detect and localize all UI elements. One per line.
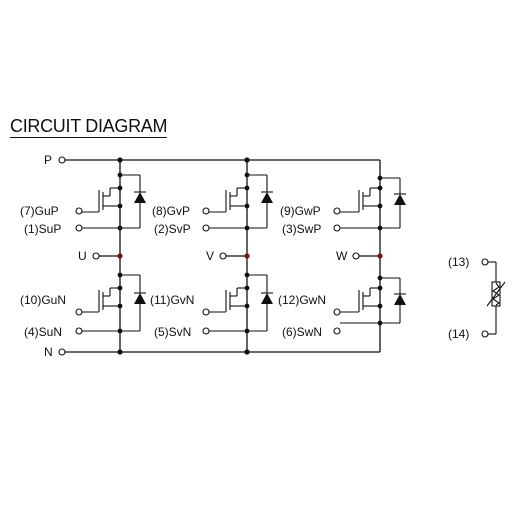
- high-side-diode-v: [244, 172, 273, 229]
- phase-w-leg: (9)GwP (3)SwP W: [278, 175, 406, 339]
- gate-low-label-u: (10)GuN: [20, 293, 66, 307]
- low-side-mosfet-w: [340, 285, 383, 326]
- phase-v-leg: (8)GvP (2)SvP V: [150, 157, 273, 355]
- phase-u-leg: (7)GuP (1)SuP U: [20, 157, 146, 355]
- gate-low-label-w: (12)GwN: [278, 293, 326, 307]
- output-label-v: V: [206, 249, 214, 263]
- output-label-u: U: [78, 249, 87, 263]
- n-rail: N: [44, 323, 381, 359]
- source-low-label-w: (6)SwN: [282, 325, 322, 339]
- output-label-w: W: [336, 249, 348, 263]
- source-low-label-v: (5)SvN: [154, 325, 191, 339]
- thermistor-pin-13-label: (13): [448, 255, 469, 269]
- high-side-mosfet-v: [209, 185, 250, 231]
- high-side-diode-w: [377, 175, 406, 229]
- low-side-diode-u: [117, 272, 146, 332]
- gate-low-label-v: (11)GvN: [150, 293, 194, 307]
- source-high-label-v: (2)SvP: [154, 222, 191, 236]
- low-side-mosfet-v: [209, 285, 250, 334]
- low-side-diode-w: [377, 275, 406, 324]
- source-high-label-w: (3)SwP: [282, 222, 321, 236]
- high-side-mosfet-w: [340, 185, 383, 231]
- p-rail: P: [44, 153, 381, 178]
- p-rail-label: P: [44, 153, 52, 167]
- low-side-mosfet-u: [82, 285, 123, 334]
- high-side-diode-u: [117, 172, 146, 229]
- gate-high-label-u: (7)GuP: [20, 204, 59, 218]
- n-terminal: [58, 348, 66, 356]
- diagram-title: CIRCUIT DIAGRAM: [10, 116, 168, 138]
- thermistor-pin-14-label: (14): [448, 327, 469, 341]
- low-side-diode-v: [244, 272, 273, 332]
- n-rail-label: N: [44, 345, 53, 359]
- gate-high-label-w: (9)GwP: [280, 204, 321, 218]
- gate-high-label-v: (8)GvP: [152, 204, 190, 218]
- source-low-label-u: (4)SuN: [24, 325, 62, 339]
- source-high-label-u: (1)SuP: [24, 222, 61, 236]
- high-side-mosfet-u: [82, 185, 123, 231]
- thermistor: (13) (14): [448, 255, 506, 341]
- p-terminal: [58, 156, 66, 164]
